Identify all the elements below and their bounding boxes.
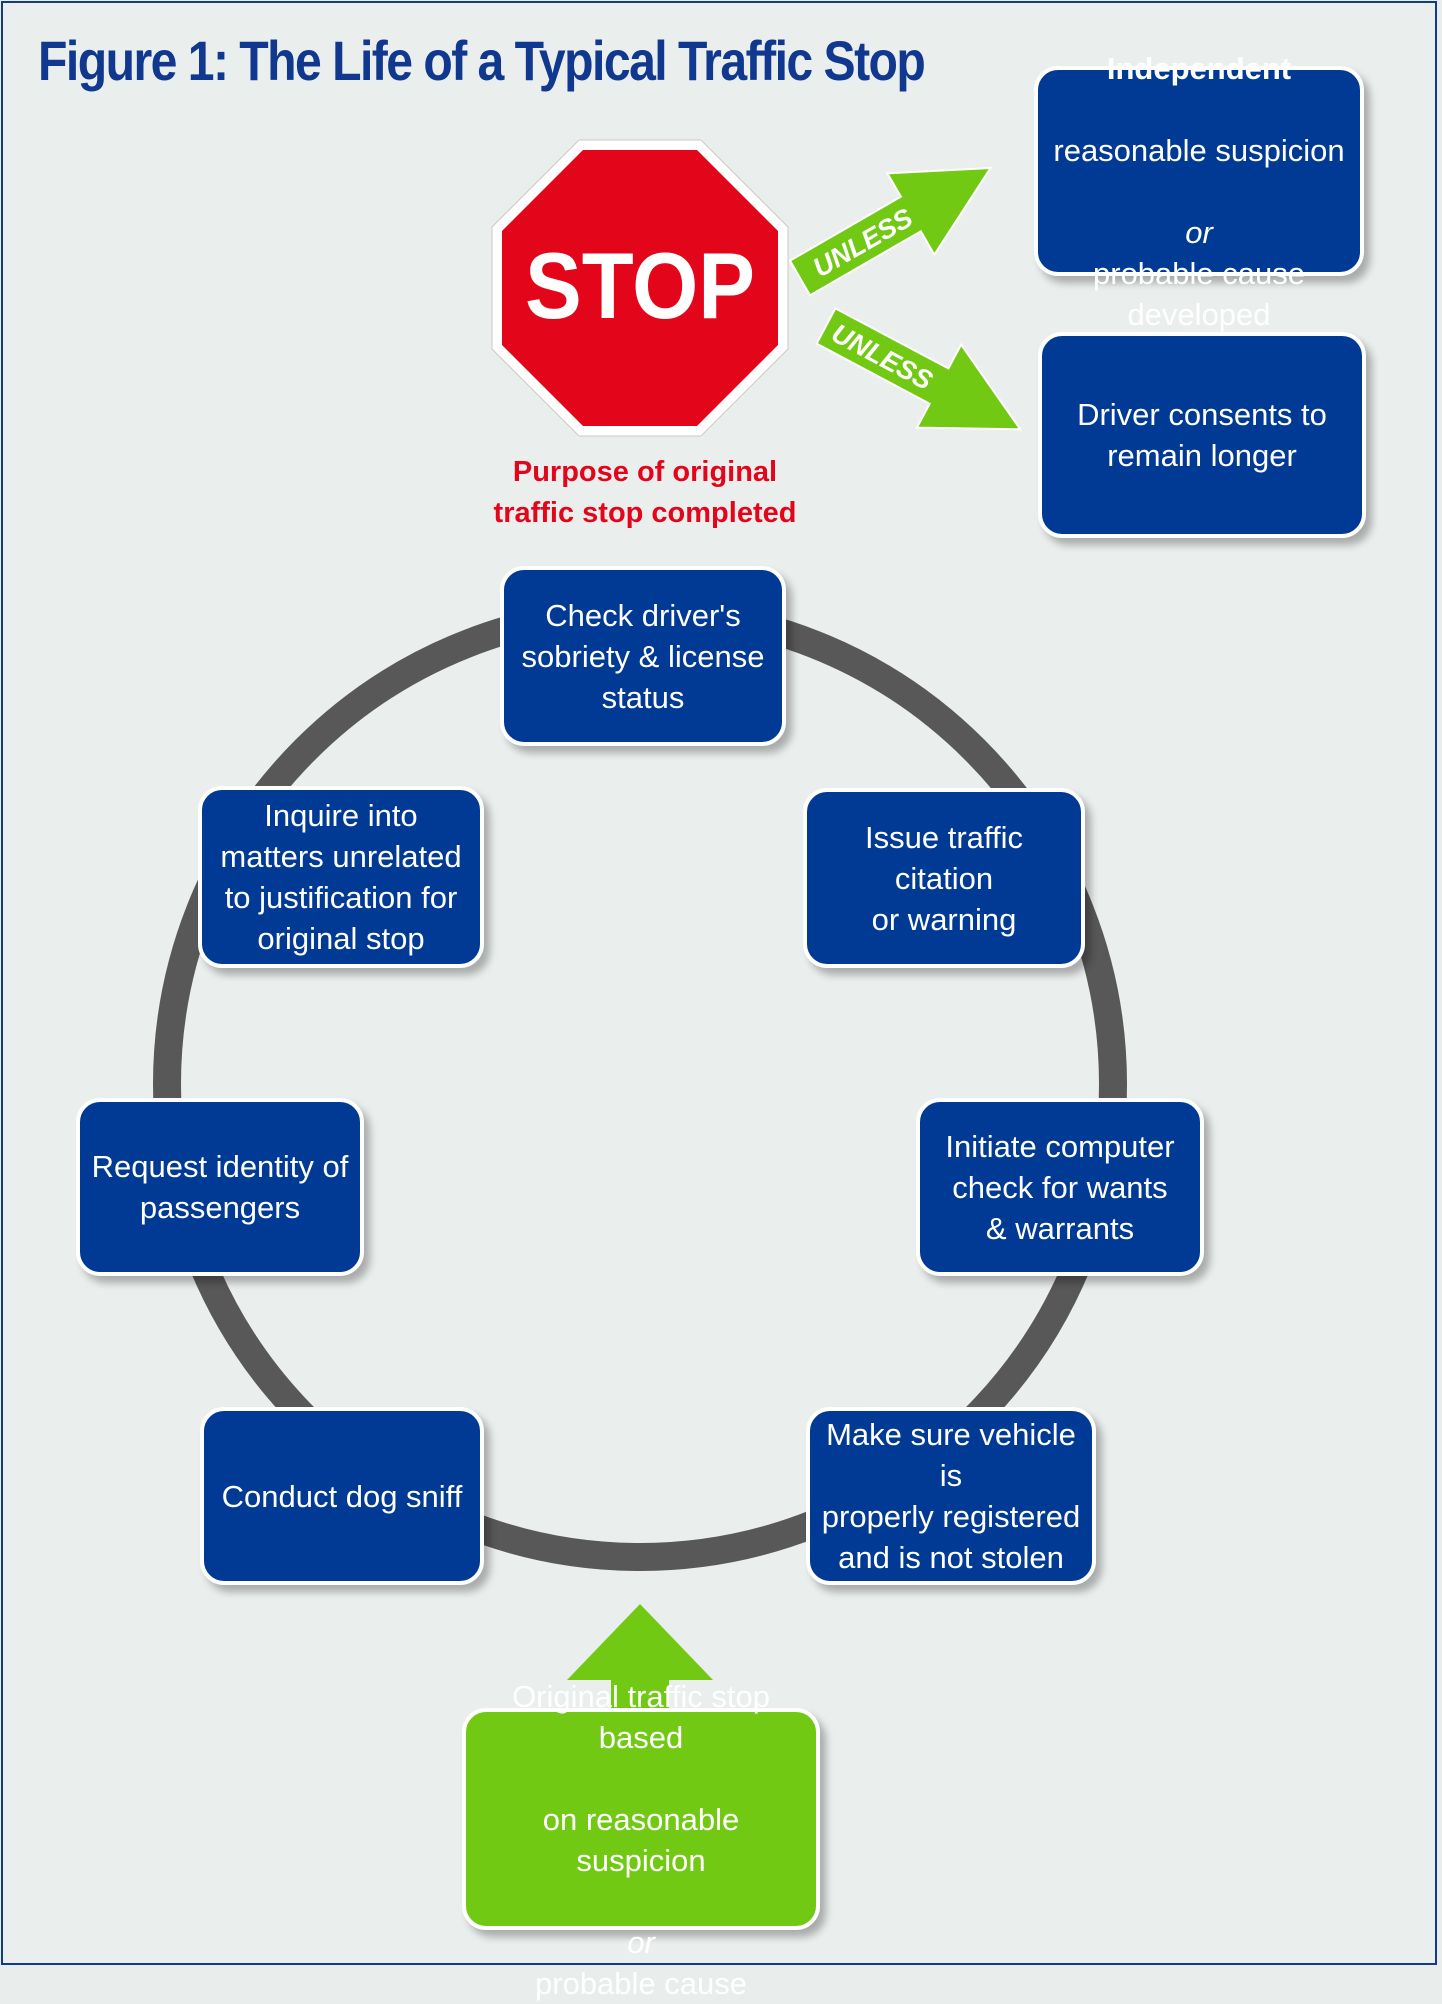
stop-sign-text: STOP xyxy=(525,233,755,338)
exception-box-suspicion: Independent reasonable suspicion or prob… xyxy=(1034,51,1364,332)
exception-box-consent-text: Driver consents to remain longer xyxy=(1077,397,1327,473)
exception-box-suspicion-text: reasonable suspicion xyxy=(1053,133,1345,168)
step-vehicle-registration-text: Make sure vehicle is properly registered… xyxy=(821,1417,1081,1575)
step-passenger-identity-text: Request identity of passengers xyxy=(91,1149,349,1225)
origin-box-line3: probable cause xyxy=(535,1965,747,2001)
step-computer-check: Initiate computer check for wants & warr… xyxy=(916,1098,1204,1276)
step-check-sobriety: Check driver's sobriety & license status xyxy=(500,566,786,746)
origin-up-arrow xyxy=(567,1604,713,1712)
origin-box-line1: Original traffic stop based xyxy=(512,1678,770,1755)
origin-box: Original traffic stop based on reasonabl… xyxy=(462,1679,820,2001)
step-inquire-unrelated: Inquire into matters unrelated to justif… xyxy=(198,786,484,968)
unless-arrow-upper: UNLESS xyxy=(788,166,993,297)
stop-sign: STOP xyxy=(491,139,789,437)
exception-box-suspicion-italic: or xyxy=(1185,215,1213,250)
exception-box-consent: Driver consents to remain longer xyxy=(1038,332,1366,538)
step-vehicle-registration: Make sure vehicle is properly registered… xyxy=(806,1407,1096,1585)
step-check-sobriety-text: Check driver's sobriety & license status xyxy=(521,597,765,715)
stop-caption: Purpose of original traffic stop complet… xyxy=(493,456,797,529)
step-dog-sniff-text: Conduct dog sniff xyxy=(221,1478,463,1514)
step-issue-citation: Issue traffic citation or warning xyxy=(803,788,1085,968)
step-issue-citation-text: Issue traffic citation or warning xyxy=(865,819,1023,937)
origin-box-line2: on reasonable suspicion xyxy=(542,1801,740,1878)
step-computer-check-text: Initiate computer check for wants & warr… xyxy=(945,1128,1175,1246)
step-passenger-identity: Request identity of passengers xyxy=(76,1098,364,1276)
unless-arrow-lower: UNLESS xyxy=(815,306,1023,431)
exception-box-suspicion-bold: Independent xyxy=(1106,51,1292,86)
exception-box-suspicion-text-end: probable cause developed xyxy=(1093,256,1305,332)
figure-title: Figure 1: The Life of a Typical Traffic … xyxy=(38,29,926,92)
origin-box-italic: or xyxy=(627,1924,655,1960)
step-dog-sniff: Conduct dog sniff xyxy=(200,1407,484,1585)
step-inquire-unrelated-text: Inquire into matters unrelated to justif… xyxy=(220,798,462,956)
